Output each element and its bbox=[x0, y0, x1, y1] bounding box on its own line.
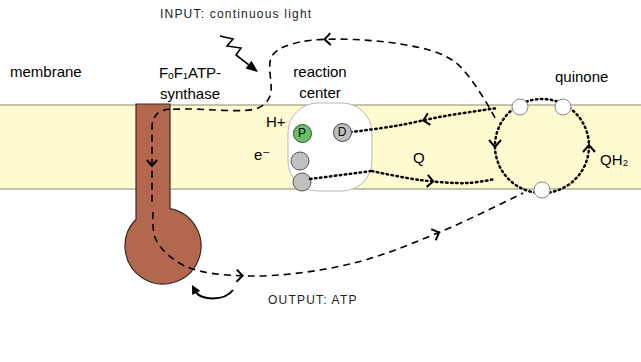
node-text: D bbox=[338, 125, 347, 139]
proton-label: H+ bbox=[266, 113, 286, 131]
pigment-circle: P bbox=[293, 124, 312, 143]
output-arrow bbox=[196, 290, 233, 299]
quinone-site bbox=[512, 99, 528, 115]
reaction-center: reaction centerPD bbox=[288, 104, 372, 190]
cofactor-circle bbox=[291, 152, 309, 170]
quinone-label: Q bbox=[413, 149, 425, 167]
electron-label: e⁻ bbox=[254, 146, 270, 164]
atp-synthase: FₒF₁ATP- synthase bbox=[136, 105, 170, 212]
electron-path-inside bbox=[310, 171, 372, 179]
quinol-label: QH₂ bbox=[600, 151, 628, 169]
atp-synthase-shape bbox=[125, 104, 201, 284]
node-text: P bbox=[298, 126, 306, 140]
cycle-chevron bbox=[489, 140, 501, 147]
quinone-site bbox=[534, 182, 550, 198]
output-arrowhead bbox=[192, 285, 200, 295]
electron-flow bbox=[352, 108, 496, 132]
flow-chevron bbox=[236, 270, 242, 282]
cofactor-circle bbox=[293, 173, 311, 191]
quinone-site bbox=[555, 99, 571, 115]
proton-path-inside bbox=[152, 109, 170, 205]
heading-text: quinone bbox=[555, 66, 608, 87]
flow-chevron bbox=[325, 33, 331, 45]
quinone-pool: quinone bbox=[495, 99, 589, 193]
light-squiggle bbox=[220, 36, 249, 65]
heading-text: FₒF₁ATP- synthase bbox=[145, 62, 235, 104]
proton-flow bbox=[153, 193, 523, 276]
flow-chevron bbox=[427, 175, 434, 187]
flow-chevron bbox=[147, 160, 157, 166]
light-arrowhead bbox=[246, 61, 259, 72]
cycle-chevron bbox=[583, 145, 595, 152]
flow-chevron bbox=[431, 229, 439, 240]
reaction-center-shape bbox=[288, 103, 372, 191]
input-label: INPUT: continuous light bbox=[160, 5, 312, 23]
donor-circle: D bbox=[333, 123, 352, 142]
membrane-label: membrane bbox=[10, 63, 82, 81]
output-label: OUTPUT: ATP bbox=[268, 291, 358, 309]
quinone-cycle bbox=[495, 99, 589, 193]
flow-chevron bbox=[423, 113, 430, 125]
heading-text: reaction center bbox=[278, 61, 362, 103]
